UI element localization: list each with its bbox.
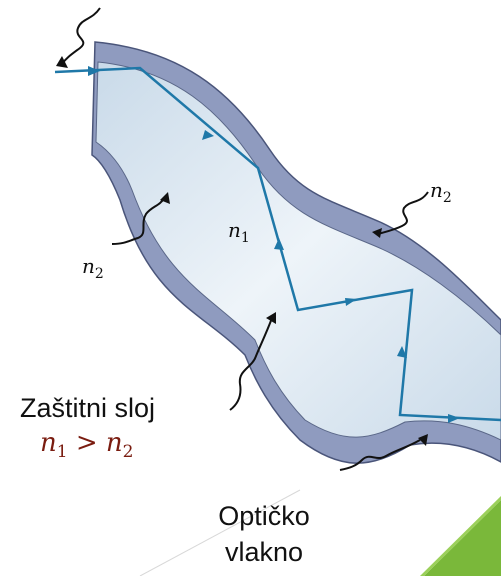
pointer-incoming xyxy=(61,7,101,65)
fiber-label-line1: Optičko xyxy=(218,501,310,531)
cladding-label: Zaštitni sloj xyxy=(20,393,156,423)
n1-core-label: n1 xyxy=(228,218,250,246)
fiber-core xyxy=(95,61,501,441)
light-ray xyxy=(54,66,501,422)
pointer-cladding xyxy=(229,317,273,411)
refractive-index-relation: n1 > n2 xyxy=(40,428,134,463)
optical-fiber-label: Optičko vlakno xyxy=(212,498,316,570)
n2-upper-label: n2 xyxy=(430,178,452,206)
faint-diagonal xyxy=(139,489,301,576)
fiber-label-line2: vlakno xyxy=(224,537,304,567)
green-accent-edge xyxy=(420,496,501,576)
pointer-lines xyxy=(61,7,429,471)
ray-arrowheads xyxy=(88,66,460,423)
pointer-arrowheads xyxy=(56,56,428,446)
pointer-fiber xyxy=(339,439,421,471)
pointer-n2-lower xyxy=(111,197,165,245)
pointer-n2-upper xyxy=(377,191,429,235)
n2-lower-label: n2 xyxy=(82,254,104,282)
